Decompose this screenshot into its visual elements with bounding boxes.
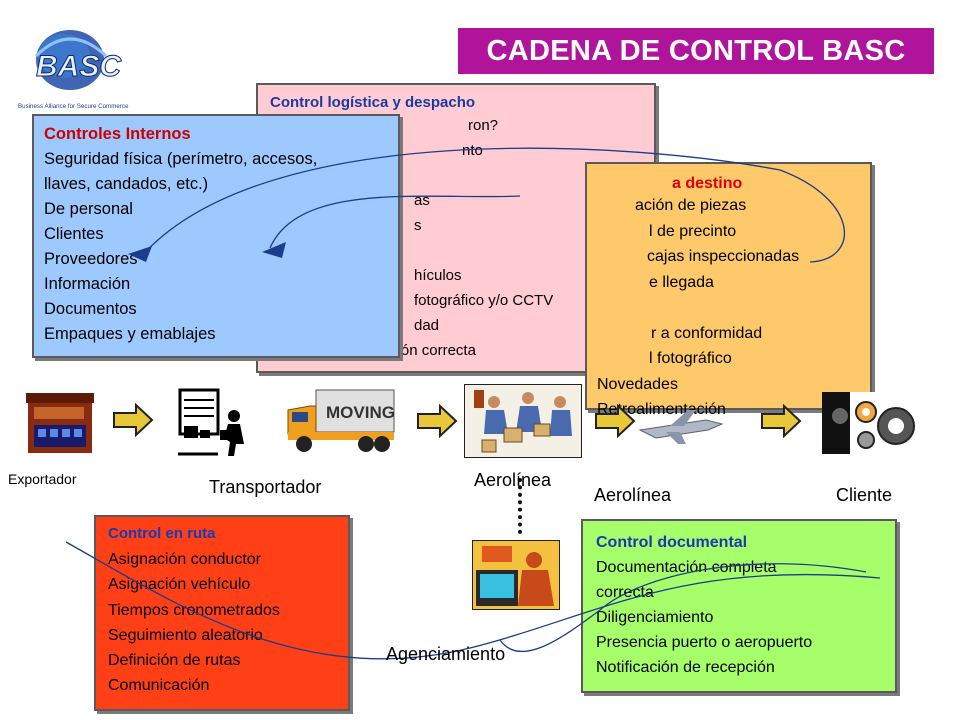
internos-line: llaves, candados, etc.) [44,175,209,193]
logistica-line: fotográfico y/o CCTV [414,292,554,309]
destino-line: e llegada [649,273,714,291]
documental-line: Diligenciamiento [596,609,714,626]
destino-line: r a conformidad [651,324,763,342]
destino-line: cajas inspeccionadas [647,248,800,265]
flow-arrow-icon [416,403,458,443]
label-transportador: Transportador [209,477,322,497]
documental-line: Documentación completa [596,559,777,576]
internos-line: Seguridad física (perímetro, accesos, [44,150,318,168]
ruta-line: Definición de rutas [108,652,241,670]
dotted-connector [518,478,527,534]
truck-text: MOVING [326,403,395,422]
internos-line: Clientes [44,225,104,243]
logo-text: BASC [36,50,122,83]
controles-internos-box: Controles Internos Seguridad física (per… [32,114,400,358]
label-aerolinea-2: Aerolínea [594,485,672,505]
destino-line: Retroalimentación [597,401,726,418]
ruta-line: Comunicación [108,677,210,695]
logo-subtitle: Business Alliance for Secure Commerce [18,103,129,110]
logistica-title: Control logística y despacho [270,94,476,111]
label-aerolinea-1: Aerolínea [474,470,552,490]
documental-line: correcta [596,584,654,601]
flow-arrow-icon [112,402,154,442]
ruta-line: Tiempos cronometrados [108,601,280,619]
flow-arrow-icon [760,403,802,443]
internos-title: Controles Internos [44,125,191,143]
label-exportador: Exportador [8,471,77,487]
control-documental-box: Control documental Documentación complet… [581,519,897,693]
workers-icon [463,383,583,459]
flow-arrow-icon [594,403,636,443]
computer-agent-icon [471,539,561,611]
building-icon [26,391,94,453]
destino-line: l de precinto [649,222,737,240]
internos-line: Información [44,275,131,293]
airplane-icon [636,406,726,446]
ruta-title: Control en ruta [108,525,216,542]
logistica-line: ron? [468,117,499,134]
logistica-line: dad [414,317,440,334]
destino-line [597,295,870,321]
loading-dock-icon [174,386,254,458]
destino-line: ación de piezas [635,197,747,214]
internos-line: Empaques y emablajes [44,325,216,343]
destino-title: a destino [672,175,743,192]
ruta-line: Seguimiento aleatorio [108,626,263,644]
destino-line: l fotográfico [649,350,732,367]
control-ruta-box: Control en ruta Asignación conductor Asi… [94,515,350,711]
destino-line: Novedades [597,375,678,393]
page-title: CADENA DE CONTROL BASC [458,28,934,74]
client-gears-icon [822,392,920,454]
documental-line: Presencia puerto o aeropuerto [596,634,813,651]
basc-logo: BASC Business Alliance for Secure Commer… [14,26,134,116]
documental-line: Notificación de recepción [596,659,775,676]
ruta-line: Asignación conductor [108,551,261,568]
label-agenciamiento: Agenciamiento [386,644,506,664]
documental-title: Control documental [596,534,748,551]
label-cliente: Cliente [836,485,893,505]
logistica-line: hículos [414,267,462,284]
internos-line: Proveedores [44,250,138,268]
ruta-line: Asignación vehículo [108,576,251,594]
control-destino-box: a destino ación de piezas l de precinto … [585,162,872,418]
internos-line: De personal [44,200,133,218]
truck-icon: MOVING [286,384,396,456]
internos-line: Documentos [44,300,137,318]
